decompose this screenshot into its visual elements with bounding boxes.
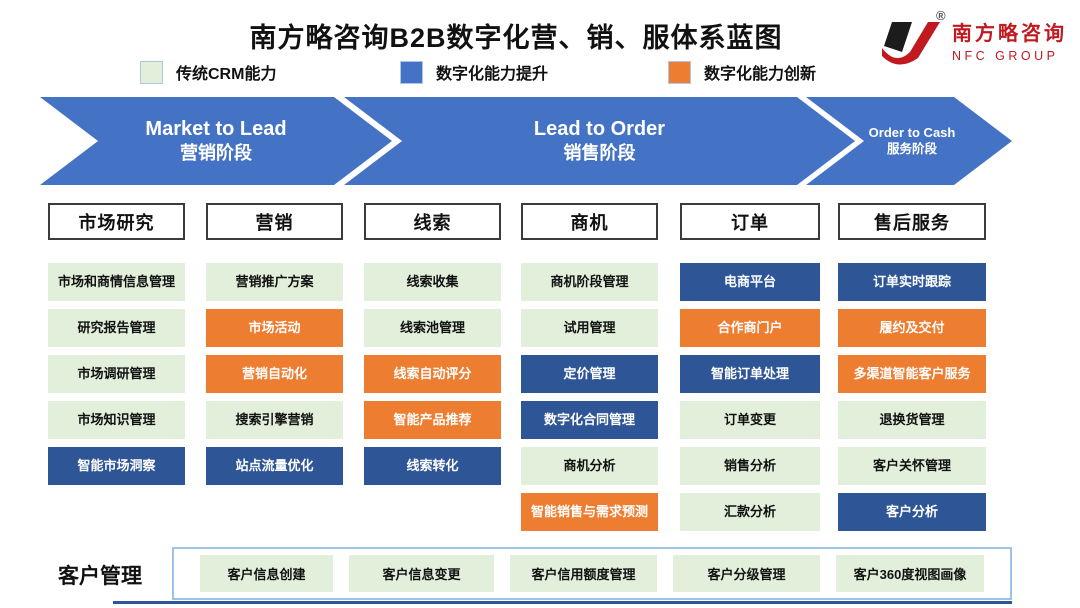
legend-swatch-orange xyxy=(668,60,691,84)
stage-arrow-market-to-lead: Market to Lead 营销阶段 xyxy=(40,97,392,185)
page-title: 南方略咨询B2B数字化营、销、服体系蓝图 xyxy=(249,23,783,53)
capability-box: 市场调研管理 xyxy=(48,355,185,393)
capability-box: 履约及交付 xyxy=(838,309,986,347)
stage-zh-label: 营销阶段 xyxy=(180,143,252,164)
column-header-orders: 订单 xyxy=(680,203,820,240)
customer-capability-box: 客户360度视图画像 xyxy=(836,555,984,592)
capability-box: 营销推广方案 xyxy=(206,263,343,301)
customer-capability-box: 客户分级管理 xyxy=(673,555,820,592)
legend-label: 数字化能力提升 xyxy=(436,66,549,83)
capability-box: 数字化合同管理 xyxy=(521,401,658,439)
column-market-research: 市场和商情信息管理 研究报告管理 市场调研管理 市场知识管理 智能市场洞察 xyxy=(48,263,185,485)
column-opportunity: 商机阶段管理 试用管理 定价管理 数字化合同管理 商机分析 智能销售与需求预测 xyxy=(521,263,658,531)
customer-capability-box: 客户信息变更 xyxy=(349,555,494,592)
nfc-logo-icon xyxy=(882,22,940,65)
capability-box: 线索转化 xyxy=(364,447,501,485)
logo-text: 南方略咨询 NFC GROUP xyxy=(952,17,1067,63)
capability-box: 多渠道智能客户服务 xyxy=(838,355,986,393)
capability-box: 商机分析 xyxy=(521,447,658,485)
column-header-after-sales: 售后服务 xyxy=(838,203,986,240)
capability-box: 智能销售与需求预测 xyxy=(521,493,658,531)
customer-management-label: 客户管理 xyxy=(58,565,142,588)
capability-box: 搜索引擎营销 xyxy=(206,401,343,439)
capability-box: 线索自动评分 xyxy=(364,355,501,393)
stage-zh-label: 销售阶段 xyxy=(563,143,636,164)
capability-box: 商机阶段管理 xyxy=(521,263,658,301)
customer-management-panel: 客户信息创建 客户信息变更 客户信用额度管理 客户分级管理 客户360度视图画像 xyxy=(172,547,1012,600)
legend-label: 数字化能力创新 xyxy=(704,66,817,83)
column-header-marketing: 营销 xyxy=(206,203,343,240)
capability-box: 市场和商情信息管理 xyxy=(48,263,185,301)
column-header-market-research: 市场研究 xyxy=(48,203,185,240)
company-logo: ® 南方略咨询 NFC GROUP xyxy=(878,8,1073,65)
legend-item-upgrade: 数字化能力提升 xyxy=(400,60,548,84)
capability-box: 订单实时跟踪 xyxy=(838,263,986,301)
column-leads: 线索收集 线索池管理 线索自动评分 智能产品推荐 线索转化 xyxy=(364,263,501,485)
capability-box: 退换货管理 xyxy=(838,401,986,439)
capability-box: 合作商门户 xyxy=(680,309,820,347)
column-header-opportunity: 商机 xyxy=(521,203,658,240)
legend-swatch-green xyxy=(140,60,163,84)
stage-en-label: Order to Cash xyxy=(868,125,956,141)
stage-zh-label: 服务阶段 xyxy=(886,141,937,156)
capability-box: 智能市场洞察 xyxy=(48,447,185,485)
column-header-leads: 线索 xyxy=(364,203,501,240)
column-after-sales: 订单实时跟踪 履约及交付 多渠道智能客户服务 退换货管理 客户关怀管理 客户分析 xyxy=(838,263,986,531)
logo-company-name: 南方略咨询 xyxy=(952,23,1067,45)
capability-box: 客户关怀管理 xyxy=(838,447,986,485)
logo-group-name: NFC GROUP xyxy=(952,49,1059,63)
capability-box: 研究报告管理 xyxy=(48,309,185,347)
capability-box: 试用管理 xyxy=(521,309,658,347)
legend-swatch-blue xyxy=(400,60,423,84)
capability-box: 订单变更 xyxy=(680,401,820,439)
stage-en-label: Lead to Order xyxy=(533,118,666,141)
capability-box: 智能产品推荐 xyxy=(364,401,501,439)
capability-box: 营销自动化 xyxy=(206,355,343,393)
capability-box: 客户分析 xyxy=(838,493,986,531)
capability-box: 线索收集 xyxy=(364,263,501,301)
legend-item-traditional: 传统CRM能力 xyxy=(140,60,276,84)
capability-box: 市场知识管理 xyxy=(48,401,185,439)
capability-box: 线索池管理 xyxy=(364,309,501,347)
capability-box: 销售分析 xyxy=(680,447,820,485)
stage-en-label: Market to Lead xyxy=(145,118,287,141)
legend-label: 传统CRM能力 xyxy=(176,66,277,83)
legend-item-innovation: 数字化能力创新 xyxy=(668,60,816,84)
customer-capability-box: 客户信用额度管理 xyxy=(510,555,657,592)
column-marketing: 营销推广方案 市场活动 营销自动化 搜索引擎营销 站点流量优化 xyxy=(206,263,343,485)
capability-box: 智能订单处理 xyxy=(680,355,820,393)
capability-box: 定价管理 xyxy=(521,355,658,393)
bottom-divider xyxy=(113,601,1012,604)
stage-arrow-lead-to-order: Lead to Order 销售阶段 xyxy=(344,97,855,185)
registered-mark: ® xyxy=(936,8,946,23)
capability-box: 站点流量优化 xyxy=(206,447,343,485)
capability-box: 汇款分析 xyxy=(680,493,820,531)
customer-capability-box: 客户信息创建 xyxy=(200,555,333,592)
capability-box: 电商平台 xyxy=(680,263,820,301)
capability-box: 市场活动 xyxy=(206,309,343,347)
column-orders: 电商平台 合作商门户 智能订单处理 订单变更 销售分析 汇款分析 xyxy=(680,263,820,531)
